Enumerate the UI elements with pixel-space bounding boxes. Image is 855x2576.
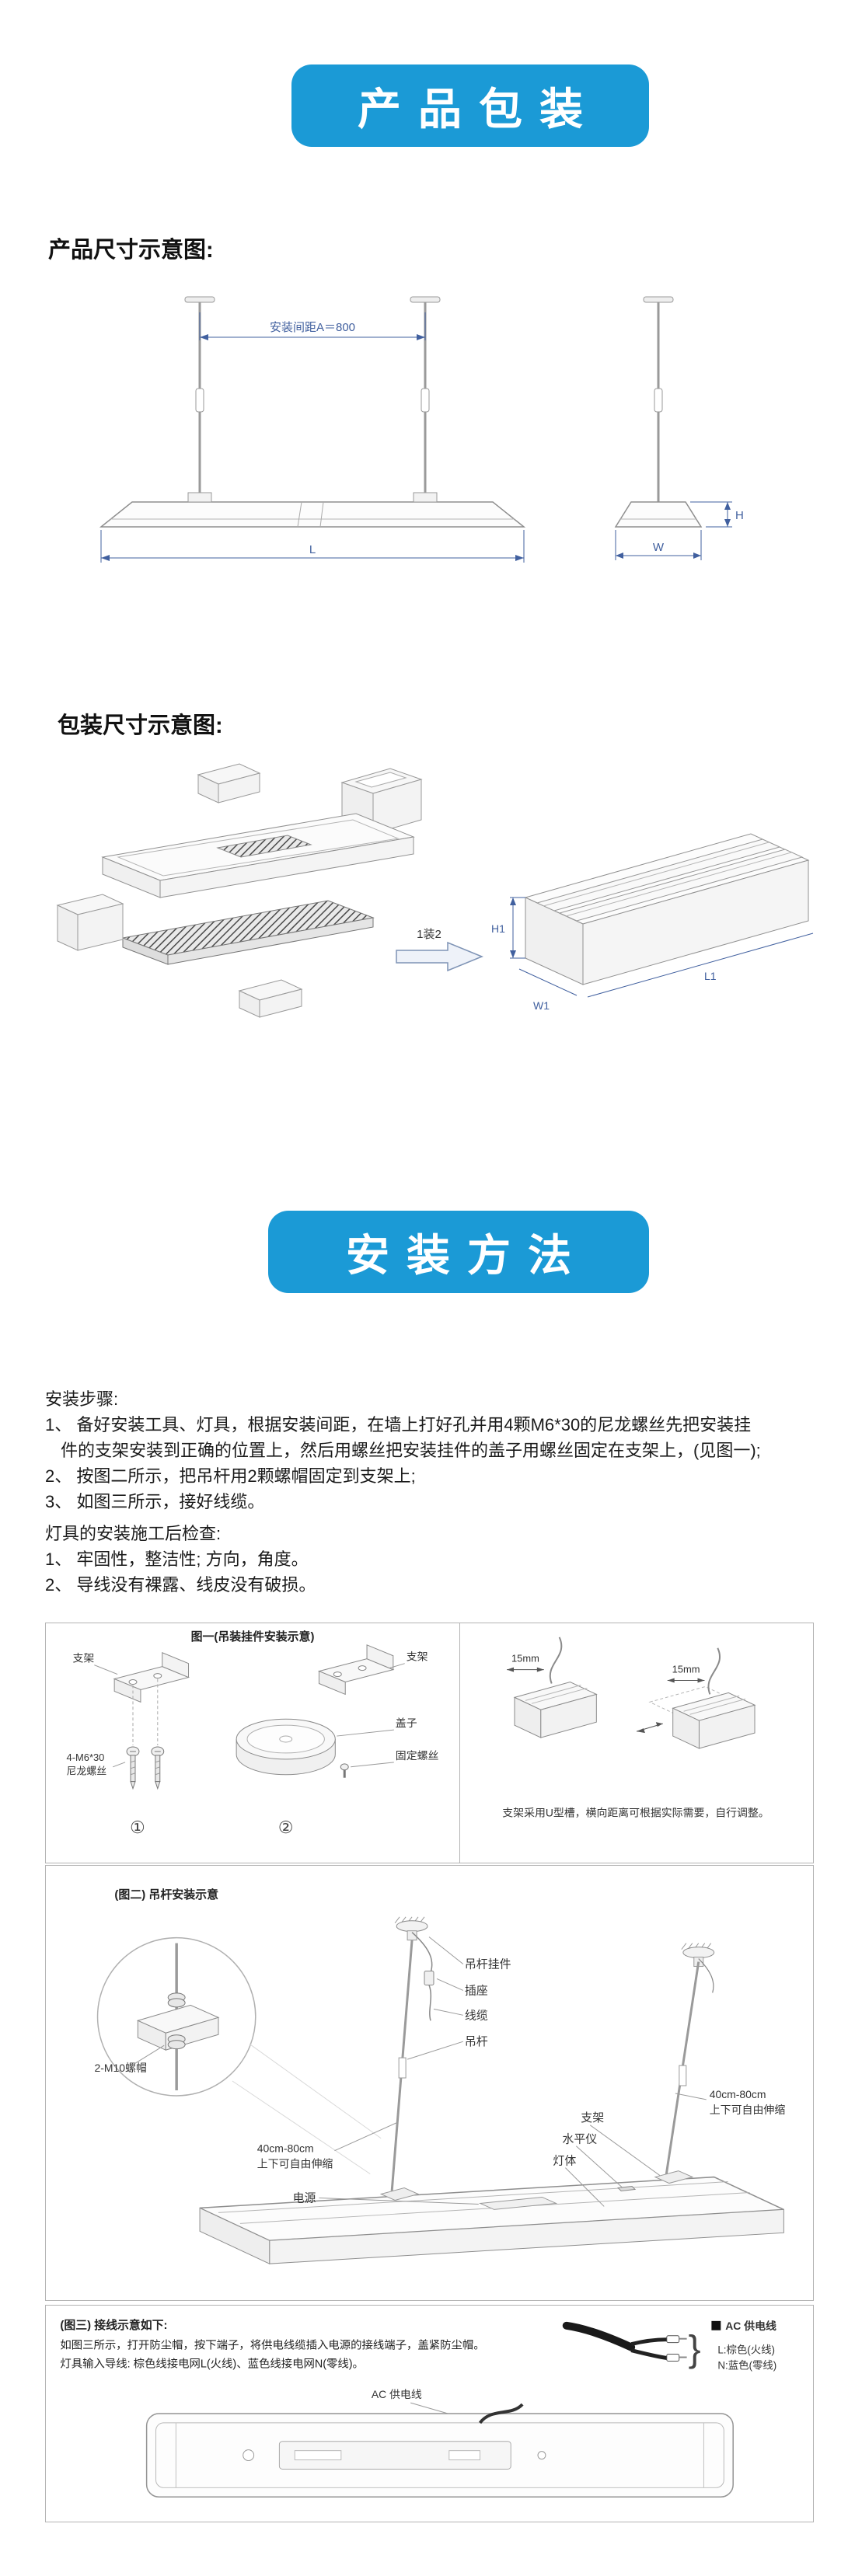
level-label: 水平仪 <box>562 2133 597 2146</box>
u-channel-right: 15mm <box>636 1647 756 1749</box>
dimension-w: W <box>615 530 702 560</box>
rod-label: 吊杆 <box>465 2035 488 2048</box>
installation-steps: 安装步骤: 1、 备好安装工具、灯具，根据安装间距，在墙上打好孔并用4颗M6*3… <box>45 1386 830 1598</box>
fixture-front-view <box>99 296 526 528</box>
range-right-2: 上下可自由伸缩 <box>710 2104 786 2116</box>
bracket-right-label: 支架 <box>407 1651 428 1663</box>
product-size-title: 产品尺寸示意图: <box>48 238 214 263</box>
bracket-2-with-cover: 支架 盖子 固定螺丝 ② <box>236 1644 439 1837</box>
figure1-title: 图一(吊装挂件安装示意) <box>191 1630 315 1644</box>
banner-installation-method: 安装方法 <box>268 1211 649 1293</box>
socket-icon <box>424 1971 434 1985</box>
install-spacing-label: 安装间距A＝800 <box>270 321 355 334</box>
package-size-title: 包装尺寸示意图: <box>58 713 223 738</box>
pigtail-cable-icon <box>478 2403 524 2424</box>
figure3-diagram: (图三) 接线示意如下: 如图三所示，打开防尘帽，按下端子，将供电线缆插入电源的… <box>60 2318 776 2498</box>
package-dimension-diagram: 1装2 H1 W1 L1 <box>56 763 814 1018</box>
bracket-left-label: 支架 <box>73 1652 95 1664</box>
range-left-1: 40cm-80cm <box>257 2142 314 2155</box>
body-label: 灯体 <box>553 2155 576 2168</box>
dimension-install-spacing: 安装间距A＝800 <box>199 312 426 340</box>
banner-product-packaging: 产品包装 <box>291 64 649 147</box>
ac-supply-label: AC 供电线 <box>725 2320 776 2332</box>
right-arrow-icon <box>396 941 483 972</box>
dim-15mm-right: 15mm <box>672 1664 700 1675</box>
detail-circle-nut: 2-M10螺帽 <box>95 1936 382 2174</box>
nylon-screw-icon <box>126 1746 140 1790</box>
ceiling-plate-left <box>394 1916 428 1941</box>
u-channel-note: 支架采用U型槽，横向距离可根据实际需要，自行调整。 <box>502 1806 769 1818</box>
u-channel-left: 15mm <box>507 1637 598 1738</box>
dim-15mm-left: 15mm <box>511 1653 539 1664</box>
figure3-title: (图三) 接线示意如下: <box>60 2318 167 2332</box>
ac-cable-drawing: } AC 供电线 L:棕色(火线) N:蓝色(零线) <box>562 2320 776 2371</box>
cable-label: 线缆 <box>465 2009 488 2022</box>
dim-h-label: H <box>735 509 744 522</box>
check-title: 灯具的安装施工后检查: <box>45 1524 222 1543</box>
banner-installation-method-label: 安装方法 <box>346 1230 588 1280</box>
hanger-label: 吊杆挂件 <box>465 1958 511 1971</box>
figure2-labels: 吊杆挂件 插座 线缆 吊杆 40cm-80cm 上下可自由伸缩 支架 水平仪 灯… <box>257 1936 786 2207</box>
bracket-1: 支架 <box>67 1652 190 1837</box>
brace-icon: } <box>689 2328 701 2369</box>
fixture-side-view <box>614 296 703 528</box>
circled-number-1: ① <box>130 1818 145 1837</box>
step-line: 3、 如图三所示，接好线缆。 <box>45 1492 265 1511</box>
range-left-2: 上下可自由伸缩 <box>257 2158 333 2170</box>
figure3-line1: 如图三所示，打开防尘帽，按下端子，将供电线缆插入电源的接线端子，盖紧防尘帽。 <box>60 2339 484 2352</box>
figureU-diagram: 15mm 15mm 支架采用U型槽，横向距离可根据实际需要，自行调整。 <box>502 1637 770 1818</box>
nylon-screw-label-1: 4-M6*30 <box>67 1752 105 1763</box>
figure2-box: (图二) 吊杆安装示意 2-M10螺帽 <box>45 1865 814 2301</box>
fixture-top-view: AC 供电线 <box>145 2388 734 2498</box>
wire-l-label: L:棕色(火线) <box>717 2344 775 2356</box>
package-assembled-view: H1 W1 L1 <box>491 833 814 1012</box>
dim-w1-label: W1 <box>533 999 550 1012</box>
figure2-diagram: (图二) 吊杆安装示意 2-M10螺帽 <box>95 1888 786 2264</box>
ac-supply-label-bottom: AC 供电线 <box>372 2388 422 2400</box>
step-line: 件的支架安装到正确的位置上，然后用螺丝把安装挂件的盖子用螺丝固定在支架上，(见图… <box>61 1441 761 1460</box>
socket-label: 插座 <box>465 1984 488 1997</box>
banner-product-packaging-label: 产品包装 <box>358 84 600 134</box>
cover-label: 盖子 <box>396 1717 417 1729</box>
dim-h1-label: H1 <box>491 922 505 935</box>
dim-w-label: W <box>653 541 665 554</box>
power-box <box>478 2196 558 2210</box>
cable-curve <box>411 1932 433 1973</box>
product-dimension-diagram: 安装间距A＝800 L W <box>99 296 744 563</box>
figureU-box: 15mm 15mm 支架采用U型槽，横向距离可根据实际需要，自行调整。 <box>459 1623 814 1863</box>
package-exploded-view <box>56 763 423 1018</box>
ac-cable-icon <box>562 2321 636 2351</box>
dimension-l: L <box>100 530 525 563</box>
fix-screw-label: 固定螺丝 <box>396 1749 439 1762</box>
figure1-diagram: 图一(吊装挂件安装示意) 支架 <box>67 1630 439 1837</box>
step-line: 2、 按图二所示，把吊杆用2颗螺帽固定到支架上; <box>45 1466 416 1486</box>
cover-icon <box>236 1718 336 1776</box>
circled-number-2: ② <box>278 1818 294 1837</box>
figure1-box: 图一(吊装挂件安装示意) 支架 <box>45 1623 460 1863</box>
step-line: 1、 备好安装工具、灯具，根据安装间距，在墙上打好孔并用4颗M6*30的尼龙螺丝… <box>45 1415 752 1434</box>
figure3-box: (图三) 接线示意如下: 如图三所示，打开防尘帽，按下端子，将供电线缆插入电源的… <box>45 2305 814 2522</box>
dim-l-label: L <box>309 543 316 556</box>
nut-label: 2-M10螺帽 <box>95 2062 147 2074</box>
suspension-assembly <box>199 1916 784 2264</box>
square-bullet-icon <box>711 2320 721 2330</box>
figure2-title: (图二) 吊杆安装示意 <box>114 1888 218 1901</box>
figure3-line2: 灯具输入导线: 棕色线接电网L(火线)、蓝色线接电网N(零线)。 <box>60 2357 364 2370</box>
check-line: 2、 导线没有裸露、线皮没有破损。 <box>45 1575 316 1595</box>
dimension-h: H <box>690 501 744 528</box>
pack-label: 1装2 <box>417 928 441 941</box>
ceiling-plate-right <box>681 1943 715 1968</box>
dim-l1-label: L1 <box>704 970 717 982</box>
range-right-1: 40cm-80cm <box>710 2088 766 2100</box>
nylon-screw-label-2: 尼龙螺丝 <box>67 1766 107 1777</box>
check-line: 1、 牢固性，整洁性; 方向，角度。 <box>45 1549 309 1569</box>
nylon-screw-icon <box>151 1746 165 1790</box>
steps-title: 安装步骤: <box>45 1389 119 1409</box>
bracket-label: 支架 <box>581 2111 604 2125</box>
wire-n-label: N:蓝色(零线) <box>717 2358 776 2371</box>
pack-two-arrow: 1装2 <box>396 928 483 972</box>
power-label: 电源 <box>293 2191 316 2205</box>
fix-screw-icon <box>340 1763 349 1778</box>
